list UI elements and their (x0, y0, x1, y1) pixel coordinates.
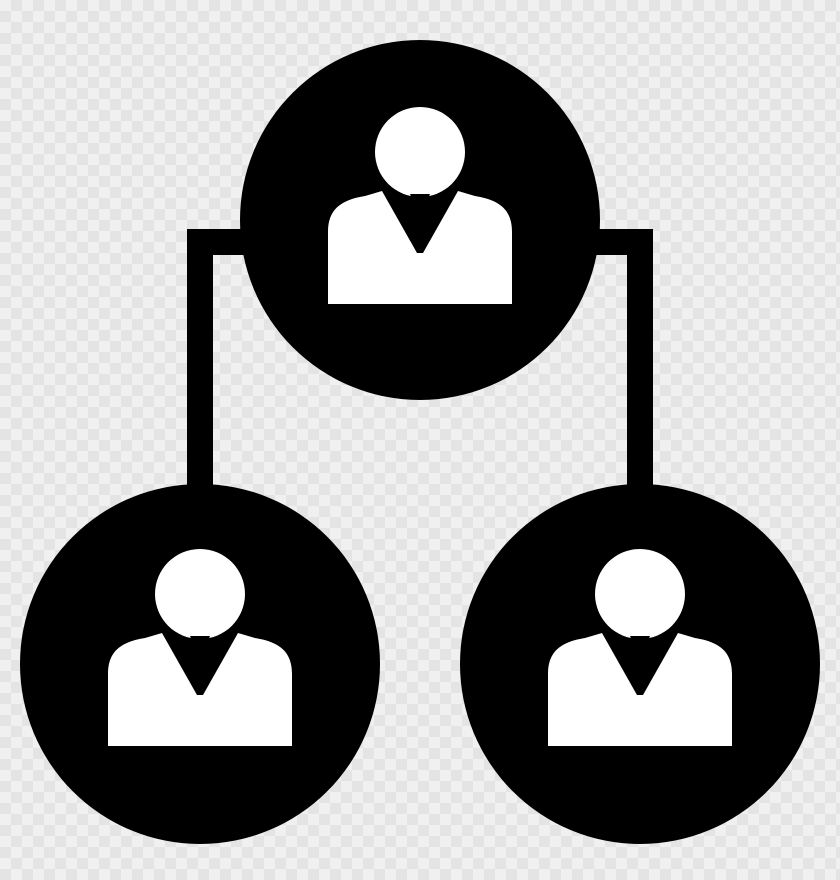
connector-right-line (594, 229, 653, 492)
connector-left-line (187, 229, 246, 492)
parent-node (240, 40, 600, 400)
child-node-right (460, 484, 820, 844)
child-node-left (20, 484, 380, 844)
